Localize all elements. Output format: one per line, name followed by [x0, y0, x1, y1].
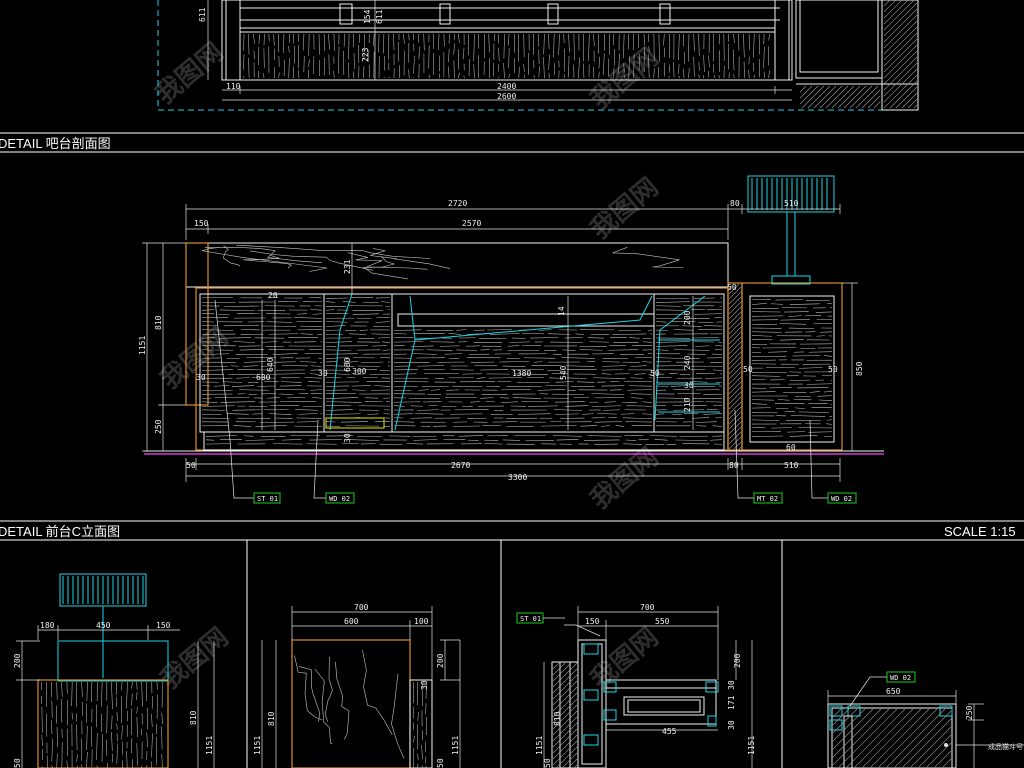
dim-text: 50: [13, 758, 22, 768]
section-title-front-elevation: DETAIL 前台C立面图: [0, 524, 121, 539]
dim-text: 30: [318, 369, 328, 378]
dim-text: 1151: [451, 736, 460, 755]
dim-text: 810: [189, 710, 198, 725]
detail-panel-2: 700 600 100 200 810 1151 30 1151 50: [253, 603, 461, 768]
dim-text: 250: [154, 419, 163, 434]
dim-text: 250: [965, 705, 974, 720]
tag-text: ST 01: [257, 495, 278, 503]
dim-text: 540: [559, 365, 568, 380]
dim-text: 154: [363, 9, 372, 24]
dim-text: 850: [855, 361, 864, 376]
dim-text: 30: [684, 381, 694, 390]
top-plan-section: 110 2400 2600 223 611 154 611: [157, 0, 919, 111]
dim-text: 810: [267, 711, 276, 726]
dim-text: 2720: [448, 199, 467, 208]
dim-text: 110: [226, 82, 241, 91]
dim-text: 30: [420, 680, 429, 690]
detail-panel-4: 650 WD 02 250 成品猫斗号: [827, 671, 1024, 768]
dim-text: 50: [650, 369, 660, 378]
tag-text: MT 02: [757, 495, 778, 503]
dim-text: 231: [343, 259, 352, 274]
annotation-note: 成品猫斗号: [988, 742, 1023, 751]
detail-panel-1: 180 450 150 200 810 1151 50: [13, 573, 215, 768]
dim-text: 1380: [512, 369, 531, 378]
dim-text: 700: [640, 603, 655, 612]
dim-text: 180: [40, 621, 55, 630]
scale-label: SCALE 1:15: [944, 524, 1016, 539]
dim-text: 50: [727, 283, 737, 292]
tag-text: WD 02: [890, 674, 911, 682]
watermark-text: 我图网: [155, 622, 234, 695]
dim-text: 200: [683, 310, 692, 325]
dim-text: 1151: [747, 736, 756, 755]
dim-text: 2600: [497, 92, 516, 101]
dim-text: 80: [729, 461, 739, 470]
dim-text: 810: [553, 711, 562, 726]
dim-text: 510: [784, 461, 799, 470]
dim-text: 455: [662, 727, 677, 736]
dim-text: 640: [266, 357, 275, 372]
dim-text: 60: [786, 443, 796, 452]
dim-text: 3300: [508, 473, 527, 482]
dim-text: 1151: [205, 736, 214, 755]
dim-text: 1151: [535, 736, 544, 755]
dim-text: 611: [198, 7, 207, 22]
dim-text: 2570: [462, 219, 481, 228]
dim-text: 80: [730, 199, 740, 208]
section-title-bar-section: DETAIL 吧台剖面图: [0, 136, 111, 151]
dim-text: 171: [727, 695, 736, 710]
dim-text: 600: [344, 617, 359, 626]
dim-text: 600: [256, 373, 271, 382]
dim-text: 150: [156, 621, 171, 630]
dim-text: 50: [743, 365, 753, 374]
watermark-text: 我图网: [585, 442, 664, 515]
dim-text: 223: [361, 47, 370, 62]
dim-text: 50: [828, 365, 838, 374]
dim-text: 30: [196, 373, 206, 382]
dim-text: 510: [784, 199, 799, 208]
material-tag-mt02: [753, 492, 783, 504]
bar-elevation: 2720 80 510 150 2570 1151 810 250 231 20…: [138, 175, 884, 504]
dim-text: 150: [194, 219, 209, 228]
dim-text: 50: [543, 758, 552, 768]
dim-text: 20: [268, 291, 278, 300]
dim-text: 2400: [497, 82, 516, 91]
dim-text: 650: [886, 687, 901, 696]
dim-text: 810: [154, 315, 163, 330]
dim-text: 300: [352, 367, 367, 376]
dim-text: 200: [733, 653, 742, 668]
dim-text: 611: [375, 9, 384, 24]
watermark-text: 我图网: [585, 622, 664, 695]
watermark-text: 我图网: [155, 322, 234, 395]
dim-text: 450: [96, 621, 111, 630]
dim-text: 50: [436, 758, 445, 768]
dim-text: 30: [343, 433, 352, 443]
dim-text: 200: [436, 653, 445, 668]
tag-text: WD 02: [831, 495, 852, 503]
dim-text: 30: [727, 720, 736, 730]
dim-text: 680: [343, 357, 352, 372]
material-tag-wd02: [325, 492, 355, 504]
dim-text: 100: [414, 617, 429, 626]
watermark-text: 我图网: [585, 42, 664, 115]
tag-text: WD 02: [329, 495, 350, 503]
dim-text: 30: [727, 680, 736, 690]
dim-text: 210: [683, 397, 692, 412]
dim-text: 150: [585, 617, 600, 626]
material-tag-wd02: [827, 492, 857, 504]
dim-text: 1151: [253, 736, 262, 755]
dim-text: 14: [557, 306, 566, 316]
dim-text: 2670: [451, 461, 470, 470]
dim-text: 1151: [138, 336, 147, 355]
watermark-text: 我图网: [150, 37, 229, 110]
dim-text: 200: [13, 653, 22, 668]
dim-text: 240: [683, 355, 692, 370]
dim-text: 700: [354, 603, 369, 612]
dim-text: 550: [655, 617, 670, 626]
dim-text: 50: [186, 461, 196, 470]
detail-panel-3: ST 01 700 150 550 200 810 1151 30 171 30…: [516, 603, 756, 768]
tag-text: ST 01: [520, 615, 541, 623]
material-tag-st01: [253, 492, 281, 504]
